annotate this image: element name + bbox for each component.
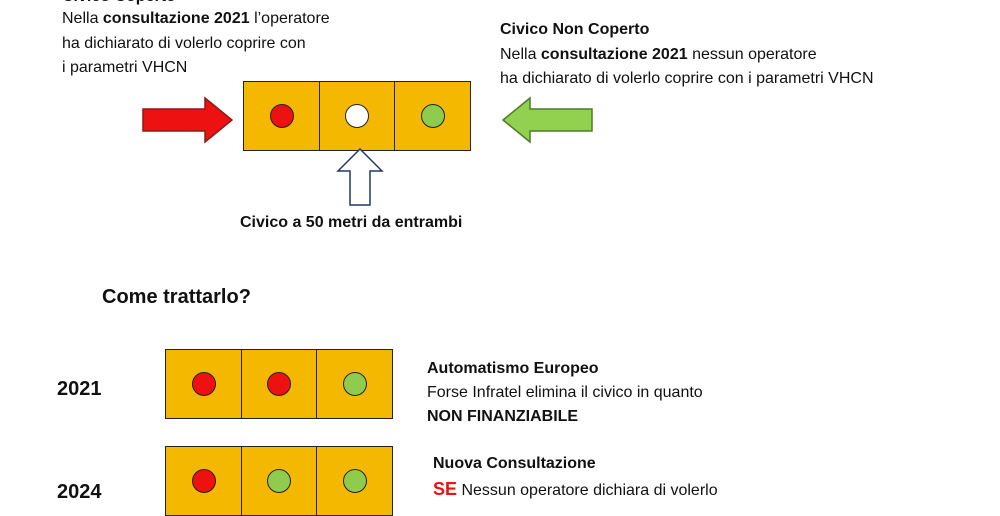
row-2024-line1: SE Nessun operatore dichiara di volerlo	[433, 479, 718, 499]
section-title: Come trattarlo?	[102, 286, 251, 308]
grid-cell	[240, 349, 318, 419]
grid-cell	[165, 446, 242, 516]
left-block-line2: ha dichiarato di volerlo coprire con	[62, 35, 306, 52]
grid-cell	[243, 81, 320, 151]
status-dot	[191, 372, 216, 396]
grid-cell	[318, 81, 396, 151]
row-2024-se: SE	[433, 479, 458, 499]
right-block-line2: ha dichiarato di volerlo coprire con i p…	[500, 70, 874, 87]
status-dot	[345, 104, 369, 128]
grid-cell	[316, 349, 393, 419]
year-label: 2024	[57, 481, 102, 503]
status-dot	[267, 372, 291, 396]
left-block-line3: i parametri VHCN	[62, 59, 188, 76]
status-dot	[420, 104, 445, 128]
grid-cell	[240, 446, 318, 516]
up-arrow-icon	[336, 147, 384, 206]
pointer-label: Civico a 50 metri da entrambi	[240, 214, 463, 231]
row-2021-line1: Forse Infratel elimina il civico in quan…	[427, 384, 703, 401]
right-block-title: Civico Non Coperto	[500, 21, 650, 38]
status-dot	[267, 469, 291, 493]
row-2024-title: Nuova Consultazione	[433, 455, 596, 472]
year-label: 2021	[57, 378, 102, 400]
grid-2021	[165, 349, 393, 419]
row-2021-line2: NON FINANZIABILE	[427, 408, 579, 425]
right-block-line1: Nella consultazione 2021 nessun operator…	[500, 46, 817, 63]
green-arrow-icon	[501, 96, 593, 144]
red-arrow-icon	[142, 96, 234, 144]
status-dot	[342, 372, 367, 396]
status-dot	[342, 469, 367, 493]
grid-cell	[316, 446, 393, 516]
row-2021-title: Automatismo Europeo	[427, 360, 599, 377]
grid-cell	[394, 81, 471, 151]
status-dot	[191, 469, 216, 493]
top-grid	[243, 81, 471, 151]
grid-2024	[165, 446, 393, 516]
left-block-title: Civico Coperto	[62, 0, 176, 8]
status-dot	[269, 104, 294, 128]
left-block-line1: Nella consultazione 2021 l’operatore	[62, 10, 330, 27]
grid-cell	[165, 349, 242, 419]
